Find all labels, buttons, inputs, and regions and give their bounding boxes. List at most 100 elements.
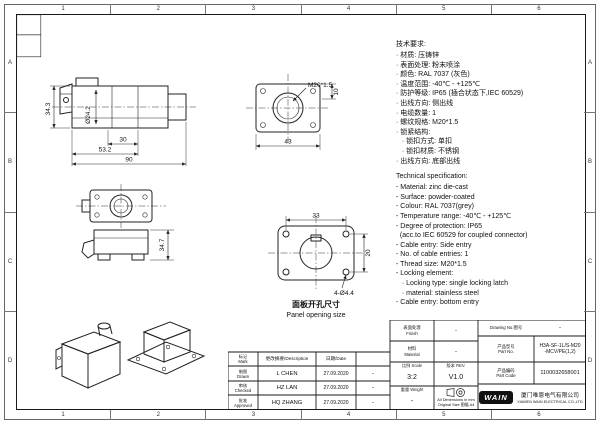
spec-line: · 防护等级: IP65 (插合状态下,IEC 60529) xyxy=(396,90,524,98)
rev-label: 版本 REV. xyxy=(446,363,466,368)
dim-33: 33 xyxy=(312,213,320,220)
part-no-label: 产品型号 Part No. xyxy=(497,343,515,354)
spec-line: - Colour: RAL 7037(grey) xyxy=(396,203,474,211)
drawn-role-label: 制图 Drawn xyxy=(236,368,250,379)
view-side-latch xyxy=(52,77,196,129)
grid-label: 3 xyxy=(205,410,300,420)
grid-label: 6 xyxy=(490,410,586,420)
spec-line: - No. of cable entries: 1 xyxy=(396,251,469,259)
spec-line: · 出线方向: 侧出线 xyxy=(396,99,454,107)
drawing-no-value: - xyxy=(559,325,561,331)
dim-90: 90 xyxy=(125,157,133,164)
drawing-views: 34.3 Ø24.2 30 53.2 90 M20*1.5 xyxy=(16,14,372,389)
view-top-thread: M20*1.5 43 10 xyxy=(246,74,340,150)
grid-label: 4 xyxy=(300,410,396,420)
scale-value: 3:2 xyxy=(407,374,417,381)
spec-line: - Cable entry: bottom entry xyxy=(396,299,479,307)
title-block-lines xyxy=(228,320,586,410)
wain-logo: WAIN xyxy=(479,390,513,404)
dim-thread-m20: M20*1.5 xyxy=(308,82,333,89)
part-no-line-2: -MCV/PE(1,2) xyxy=(544,349,576,355)
note-original-size: Original Size 图幅 A4 xyxy=(437,402,475,408)
projection-symbol-icon xyxy=(446,388,465,397)
drawing-no-label: Drawing No.图号 xyxy=(489,325,523,331)
weight-label: 重量 Weight xyxy=(400,387,424,392)
spec-line: - Degree of protection: IP65 xyxy=(396,222,482,230)
spec-title-cn: 技术要求: xyxy=(396,41,426,48)
approved-date: 27.09.2020 xyxy=(323,399,349,406)
grid-label: A xyxy=(587,60,592,67)
material-label: 材料 Material xyxy=(404,346,420,357)
stage-cell: - xyxy=(372,385,374,391)
panel-opening-label-en: Panel opening size xyxy=(286,312,345,319)
isometric-view-housing xyxy=(126,321,206,375)
part-no-value: H3A-SF-1L/S-M20 -MCV/PE(1,2) xyxy=(534,336,586,362)
spec-line: - Thread size: M20*1.5 xyxy=(396,260,467,268)
panel-opening-label-cn: 面板开孔尺寸 xyxy=(292,299,340,309)
approved-role-label: 批准 Approved xyxy=(234,397,252,408)
dim-10: 10 xyxy=(333,88,340,96)
technical-specs: 技术要求: · 材质: 压铸锌 · 表面处理: 粉末喷涂 · 颜色: RAL 703… xyxy=(396,40,586,308)
note-all-dimensions: All Dimensions in mm xyxy=(437,397,475,402)
dim-34-3: 34.3 xyxy=(45,102,52,115)
company-name-cn: 厦门唯恩电气有限公司 xyxy=(521,393,579,399)
grid-label: C xyxy=(584,211,596,311)
scale-cell: 比例 Scale 3:2 xyxy=(390,362,434,387)
drawn-date: 27.09.2020 xyxy=(323,370,349,377)
dim-30: 30 xyxy=(119,137,127,144)
spec-line: · Locking type: single locking latch xyxy=(396,280,509,288)
view-bracket-front: 34.7 xyxy=(81,229,174,261)
revision-mark-header: 标记 Mark xyxy=(238,354,248,364)
grid-label: D xyxy=(4,310,16,410)
grid-label: 1 xyxy=(61,6,65,12)
grid-label: 3 xyxy=(205,4,300,14)
spec-block-en: - Material: zinc die-cast- Surface: powd… xyxy=(396,183,586,308)
finish-label: 表面处理 Finish xyxy=(403,325,421,336)
dim-34-7: 34.7 xyxy=(159,238,166,251)
drawn-name: L CHEN xyxy=(276,370,298,377)
spec-title-en: Technical specification: xyxy=(396,173,468,181)
part-code-label: 产品编码 Part Code xyxy=(496,367,516,378)
grid-label: 1 xyxy=(61,412,65,418)
title-block: 表面处理 Finish - 材料 Material - 比例 Scale 3:2… xyxy=(390,320,586,410)
grid-label: 5 xyxy=(395,410,491,420)
spec-line: · 材质: 压铸锌 xyxy=(396,52,440,59)
grid-label: A xyxy=(7,60,12,67)
finish-value: - xyxy=(455,327,457,334)
revision-date-header: 日期/Date xyxy=(325,356,347,361)
spec-line: · 锁扣材质: 不锈钢 xyxy=(396,147,459,155)
signature-table: 标记 Mark 更改摘要/Description 日期/Date 制图 Draw… xyxy=(228,352,390,410)
grid-label: 5 xyxy=(395,4,491,14)
checked-name: HZ LAN xyxy=(276,385,298,391)
view-side-dimensions: 34.3 Ø24.2 30 53.2 90 xyxy=(45,85,187,166)
corner-block xyxy=(16,14,42,58)
company-name-cell: 厦门唯恩电气有限公司 XIAMEN WAIN ELECTRICAL CO.,LT… xyxy=(514,384,586,410)
view-bracket-top xyxy=(76,184,166,228)
stage-cell: - xyxy=(372,370,374,377)
spec-line: - Material: zinc die-cast xyxy=(396,184,468,192)
grid-label: 4 xyxy=(300,4,396,14)
dim-holes-4-d4-4: 4-Ø4.4 xyxy=(334,290,354,297)
grid-label: B xyxy=(4,112,16,211)
spec-line: · material: stainless steel xyxy=(396,289,479,297)
grid-label: 2 xyxy=(110,4,205,14)
spec-line: · 表面处理: 粉末喷涂 xyxy=(396,61,461,69)
spec-line: · 锁扣方式: 单扣 xyxy=(396,138,452,146)
spec-block-cn: · 材质: 压铸锌 · 表面处理: 粉末喷涂 · 颜色: RAL 7037 (灰色)… xyxy=(396,51,586,166)
spec-line: - Cable entry: Side entry xyxy=(396,241,472,249)
revision-description-header: 更改摘要/Description xyxy=(265,356,309,361)
dim-20: 20 xyxy=(365,249,372,257)
view-panel-opening: 33 20 4-Ø4.4 面板开孔尺寸 Panel opening size xyxy=(268,213,372,319)
material-value: - xyxy=(455,348,457,355)
spec-line: · 颜色: RAL 7037 (灰色) xyxy=(396,71,470,79)
grid-label: B xyxy=(584,112,596,211)
weight-value: - xyxy=(410,398,414,405)
dim-53-2: 53.2 xyxy=(99,147,112,154)
company-name-en: XIAMEN WAIN ELECTRICAL CO.,LTD xyxy=(517,400,583,404)
part-code-value: 1100032658001 xyxy=(540,370,580,376)
spec-line: (acc.to IEC 60529 for coupled connector) xyxy=(396,232,528,240)
